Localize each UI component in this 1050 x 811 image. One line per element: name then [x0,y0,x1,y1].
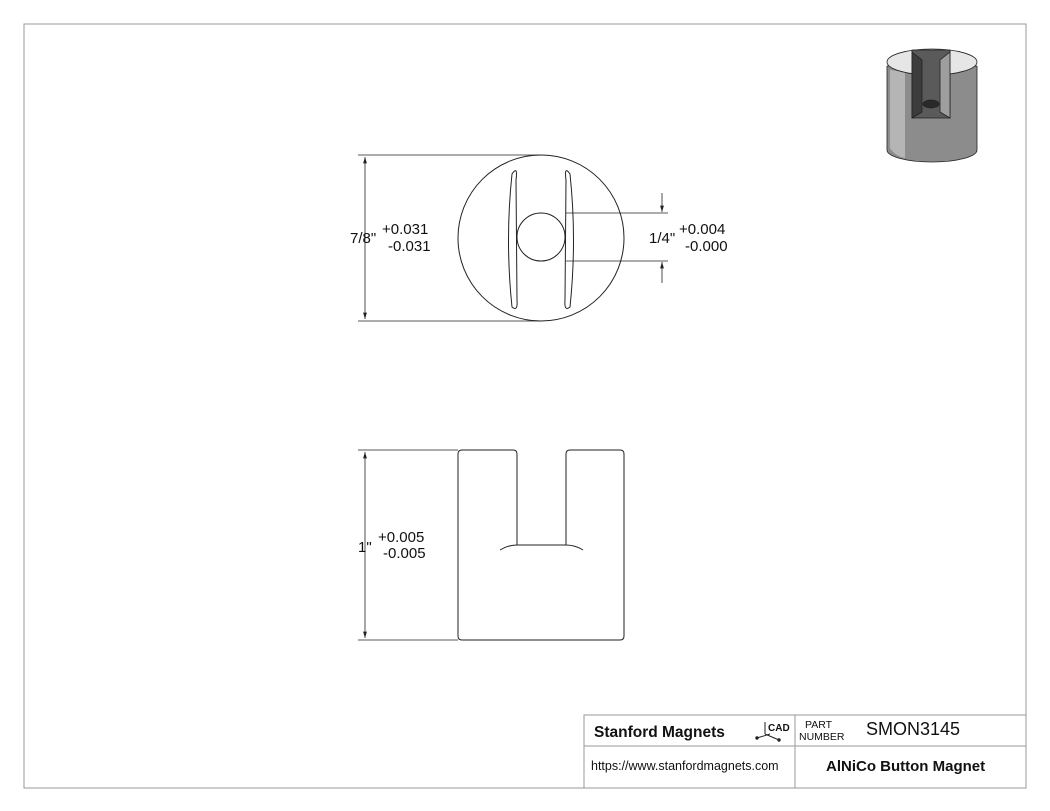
front-view [358,449,625,641]
height-minus-tol: -0.005 [383,545,426,562]
diameter-nominal: 7/8" [350,230,376,247]
top-view [358,154,668,322]
hole-minus-tol: -0.000 [685,238,728,255]
iso-slot-hole [922,99,940,109]
diameter-plus-tol: +0.031 [382,221,428,238]
title-block [583,714,1027,789]
sheet-border [23,23,1027,789]
height-plus-tol: +0.005 [378,529,424,546]
website-url[interactable]: https://www.stanfordmagnets.com [591,759,779,773]
center-hole-circle [516,212,566,262]
part-number-label-line1: PART [805,719,833,731]
cad-logo-icon [755,722,781,742]
hole-plus-tol: +0.004 [679,221,725,238]
iso-slot-inner-left [911,51,923,119]
part-description: AlNiCo Button Magnet [826,758,985,775]
right-slot-wall [564,170,574,309]
isometric-view [886,48,978,163]
front-view-outline [457,449,625,641]
hole-nominal: 1/4" [649,230,675,247]
height-nominal: 1" [358,539,372,556]
part-number-value: SMON3145 [866,719,960,739]
part-number-label-line2: NUMBER [799,731,845,743]
company-name: Stanford Magnets [594,724,725,741]
cad-label: CAD [768,723,790,734]
magnet-outline-circle [457,154,625,322]
iso-slot-inner-right [939,51,951,119]
slot-bottom-curve [499,544,584,551]
left-slot-wall [508,170,518,309]
diameter-minus-tol: -0.031 [388,238,431,255]
iso-body-highlight [890,70,905,158]
